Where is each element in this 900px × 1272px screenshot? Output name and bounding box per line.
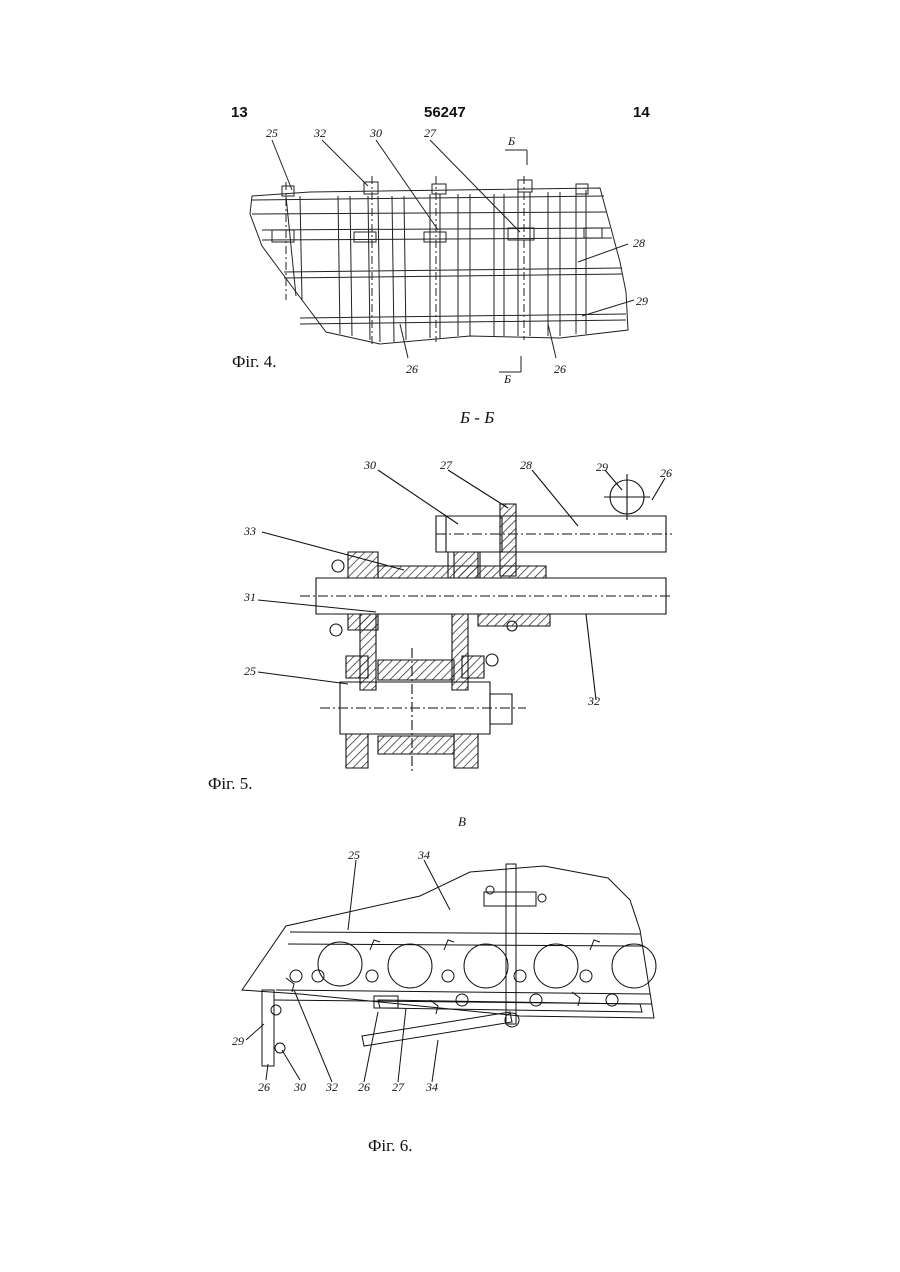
fig6-label-29: 29 — [232, 1034, 244, 1049]
fig5-label-25: 25 — [244, 664, 256, 679]
fig5-label-30: 30 — [364, 458, 376, 473]
fig6-view-title: В — [458, 814, 466, 830]
fig6-label-26-left: 26 — [258, 1080, 270, 1095]
fig5-section-title: Б - Б — [460, 408, 494, 428]
fig6-label-34-top: 34 — [418, 848, 430, 863]
fig6-label-32: 32 — [326, 1080, 338, 1095]
fig5-label-32: 32 — [588, 694, 600, 709]
fig4-label-27: 27 — [424, 126, 436, 141]
fig5-label-27: 27 — [440, 458, 452, 473]
fig4-label-26-left: 26 — [406, 362, 418, 377]
fig5-label-31: 31 — [244, 590, 256, 605]
fig5-label-28: 28 — [520, 458, 532, 473]
fig6-label-30: 30 — [294, 1080, 306, 1095]
fig4-label-29: 29 — [636, 294, 648, 309]
fig6-label-34: 34 — [426, 1080, 438, 1095]
fig6-label-27: 27 — [392, 1080, 404, 1095]
fig4-label-25: 25 — [266, 126, 278, 141]
fig4-label-32: 32 — [314, 126, 326, 141]
fig6-label-26-right: 26 — [358, 1080, 370, 1095]
fig6-label-25: 25 — [348, 848, 360, 863]
fig5-label-26: 26 — [660, 466, 672, 481]
fig4-section-mark-top: Б — [508, 134, 515, 149]
fig4-caption: Фіг. 4. — [232, 352, 276, 372]
fig4-label-26-right: 26 — [554, 362, 566, 377]
fig5-label-33: 33 — [244, 524, 256, 539]
fig5-caption: Фіг. 5. — [208, 774, 252, 794]
fig6-caption: Фіг. 6. — [368, 1136, 412, 1156]
fig4-label-28: 28 — [633, 236, 645, 251]
fig5-label-29: 29 — [596, 460, 608, 475]
fig4-label-30: 30 — [370, 126, 382, 141]
fig4-section-mark-bottom: Б — [504, 372, 511, 387]
